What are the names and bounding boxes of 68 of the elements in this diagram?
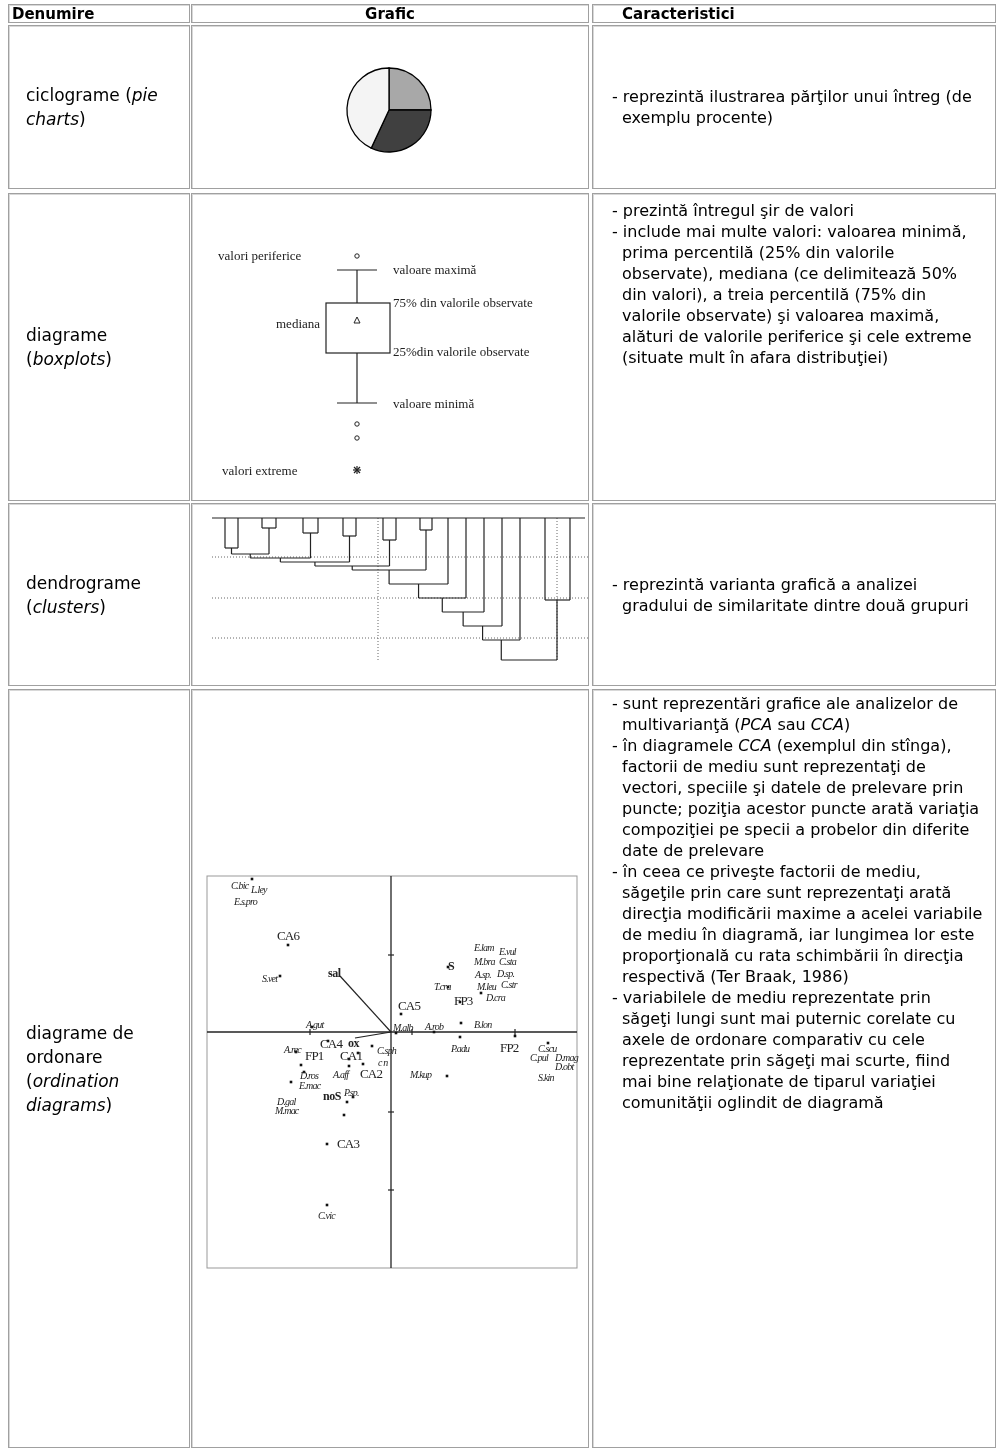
column-header: Denumire bbox=[12, 5, 95, 23]
plot-label: E.mac bbox=[299, 1080, 321, 1091]
plot-label: A.sp. bbox=[475, 969, 491, 980]
plot-label: D.obt bbox=[555, 1061, 574, 1072]
plot-label: M.bra bbox=[474, 956, 495, 967]
plot-label: C.sta bbox=[499, 956, 516, 967]
plot-label: D.ros bbox=[300, 1070, 319, 1081]
row-label: ciclograme (pie charts) bbox=[26, 84, 159, 131]
plot-label: C.scu bbox=[538, 1043, 557, 1054]
description-text: - în diagramele CCA (exemplul din stînga), factorii de mediu sunt reprezentaţi de vectori, speciile şi datele de prelevare prin puncte; poziţia acestor puncte arată variaţia compoziţiei pe specii a probelor din diferite date de prelevare bbox=[612, 735, 981, 861]
description-text: - variabilele de mediu reprezentate prin săgeţi lungi sunt mai puternic corelate cu axele de ordonare comparativ cu cele reprezentate prin săgeţi mai scurte, fiind mai bine relaţionate de tiparul variaţiei comunităţii oglindit de diagramă bbox=[612, 987, 957, 1113]
row-label: diagrame (boxplots) bbox=[26, 324, 113, 371]
plot-label: CA5 bbox=[398, 1000, 421, 1011]
boxplot-annotation: valori extreme bbox=[222, 463, 298, 479]
boxplot-annotation: 75% din valorile observate bbox=[393, 295, 533, 311]
plot-label: FP2 bbox=[500, 1042, 519, 1053]
boxplot-annotation: mediana bbox=[276, 316, 321, 332]
plot-label: CA4 bbox=[320, 1038, 343, 1049]
plot-label: C.vic bbox=[318, 1210, 335, 1221]
row-label: diagrame de ordonare (ordination diagrams) bbox=[26, 1021, 135, 1117]
row-label: dendrograme (clusters) bbox=[26, 571, 143, 619]
plot-label: E.vul bbox=[499, 946, 516, 957]
plot-label: C.str bbox=[501, 979, 517, 990]
plot-label: A.aff bbox=[333, 1069, 349, 1080]
plot-label: sal bbox=[328, 968, 341, 979]
plot-label: A.gut bbox=[306, 1019, 324, 1030]
description-text: - reprezintă ilustrarea părţilor unui întreg (de exemplu procente) bbox=[612, 86, 973, 128]
plot-label: M.leu bbox=[477, 981, 497, 992]
plot-label: S.kin bbox=[538, 1072, 554, 1083]
plot-label: A.rec bbox=[284, 1044, 301, 1055]
description-text: - include mai multe valori: valoarea minimă, prima percentilă (25% din valorile observate), mediana (ce delimitează 50% din valori), a treia percentilă (75% din valorile observate) şi valoarea maximă, alături de valorile periferice şi cele extreme (situate mult în afara distribuţiei) bbox=[612, 221, 973, 368]
plot-label: CA2 bbox=[360, 1068, 383, 1079]
plot-label: CA1 bbox=[340, 1050, 363, 1061]
plot-label: C.bic bbox=[231, 880, 249, 891]
boxplot-annotation: valori periferice bbox=[218, 248, 302, 264]
plot-label: T.cra bbox=[434, 981, 451, 992]
plot-label: A.rob bbox=[425, 1021, 444, 1032]
plot-label: L.ley bbox=[251, 884, 267, 895]
plot-label: E.s.pro bbox=[234, 896, 257, 907]
plot-label: CA6 bbox=[277, 930, 300, 941]
plot-label: M.kup bbox=[410, 1069, 432, 1080]
column-header: Grafic bbox=[364, 5, 416, 23]
plot-label: FP3 bbox=[454, 995, 473, 1006]
boxplot-annotation: valoare minimă bbox=[393, 396, 475, 412]
column-header: Caracteristici bbox=[622, 5, 735, 23]
boxplot-annotation: 25%din valorile observate bbox=[393, 344, 530, 360]
description-text: - reprezintă varianta grafică a analizei gradului de similaritate dintre două grupuri bbox=[612, 573, 970, 616]
plot-label: S bbox=[448, 961, 455, 972]
description-text: - prezintă întregul şir de valori bbox=[612, 200, 856, 221]
plot-label: E.lam bbox=[474, 942, 494, 953]
plot-label: P.sp. bbox=[344, 1087, 359, 1098]
plot-label: B.lon bbox=[474, 1019, 492, 1030]
description-text: - sunt reprezentări grafice ale analizelor de multivarianţă (PCA sau CCA) bbox=[612, 693, 959, 735]
plot-label: D.sp. bbox=[497, 968, 515, 979]
plot-label: D.cra bbox=[486, 992, 506, 1003]
plot-label: noS bbox=[323, 1091, 341, 1102]
plot-label: C.pul bbox=[530, 1052, 548, 1063]
description-text: - în ceea ce priveşte factorii de mediu, săgeţile prin care sunt reprezentaţi arată direcţia modificării maxime a acelei variabile de mediu în diagramă, iar lungimea lor este proporţională cu rata schimbării în direcţia respectivă (Ter Braak, 1986) bbox=[612, 861, 984, 987]
plot-label: M.alb bbox=[393, 1022, 413, 1033]
plot-label: FP1 bbox=[305, 1050, 324, 1061]
plot-label: CA3 bbox=[337, 1138, 360, 1149]
plot-label: P.adu bbox=[451, 1043, 470, 1054]
plot-label: D.mag bbox=[555, 1052, 578, 1063]
plot-label: ox bbox=[348, 1038, 359, 1049]
boxplot-annotation: valoare maximă bbox=[393, 262, 477, 278]
plot-label: S.vet bbox=[262, 973, 278, 984]
plot-label: D.gal bbox=[277, 1096, 296, 1107]
plot-label: c n bbox=[378, 1057, 388, 1068]
